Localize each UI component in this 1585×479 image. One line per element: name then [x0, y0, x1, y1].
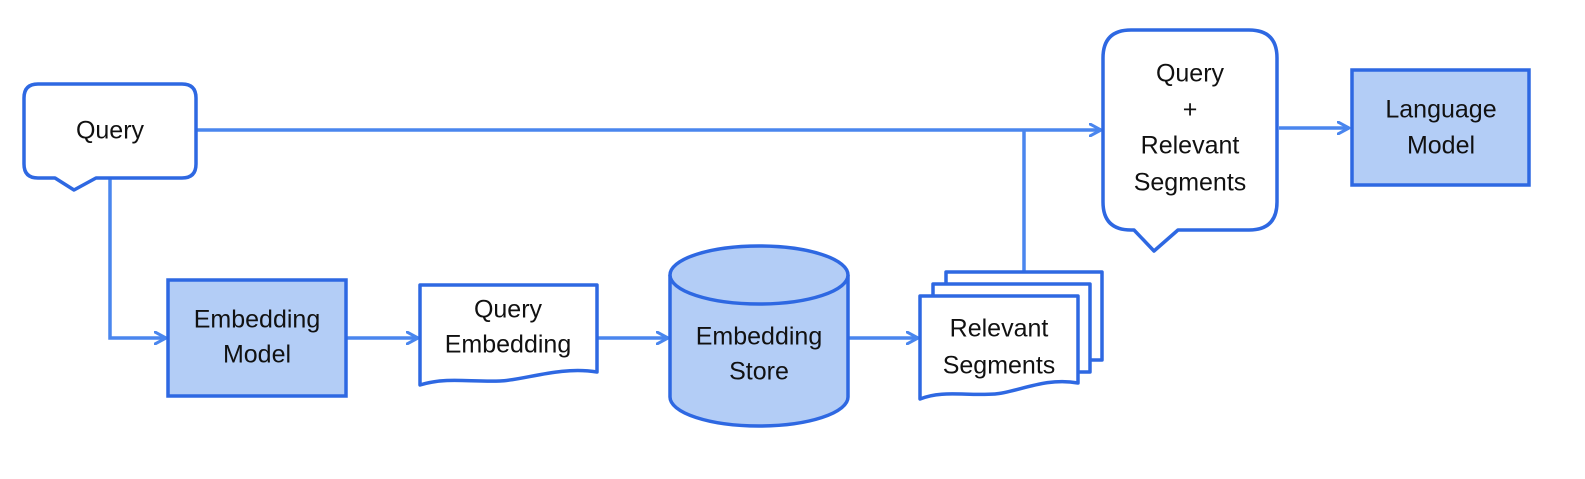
embedding-store-label-line2: Store [729, 358, 789, 386]
language-model-box [1350, 68, 1531, 187]
cylinder-body [668, 275, 850, 428]
query-plus-segments-label-line1: Query [1156, 60, 1225, 88]
embedding-model-box [166, 278, 348, 398]
query-label: Query [76, 117, 145, 145]
query-plus-segments-label-line4: Segments [1134, 169, 1247, 197]
connectors [108, 128, 1349, 338]
embedding-model-node: Embedding Model [166, 278, 348, 398]
query-plus-segments-node: Query + Relevant Segments [1101, 28, 1279, 253]
query-embedding-label-line1: Query [474, 296, 543, 324]
speech-bubble-shape [22, 82, 198, 192]
language-model-label-line1: Language [1385, 96, 1496, 124]
document-front [918, 294, 1080, 401]
query-plus-segments-label-line2: + [1183, 96, 1198, 124]
relevant-segments-node: Relevant Segments [918, 270, 1104, 401]
cylinder-top [668, 244, 850, 306]
query-embedding-label-line2: Embedding [445, 331, 571, 359]
speech-bubble-shape [1101, 28, 1279, 253]
embedding-model-label-line2: Model [223, 341, 291, 369]
relevant-segments-label-line2: Segments [943, 352, 1056, 380]
edge-query-to-embedding-model [108, 178, 166, 338]
embedding-store-label-line1: Embedding [696, 323, 822, 351]
language-model-node: Language Model [1350, 68, 1531, 187]
query-plus-segments-label-line3: Relevant [1141, 132, 1240, 160]
language-model-label-line2: Model [1407, 132, 1475, 160]
query-embedding-node: Query Embedding [418, 283, 599, 387]
relevant-segments-label-line1: Relevant [950, 315, 1049, 343]
document-shape [418, 283, 599, 387]
query-bubble-node: Query [22, 82, 198, 192]
embedding-store-node: Embedding Store [668, 244, 850, 428]
embedding-model-label-line1: Embedding [194, 306, 320, 334]
